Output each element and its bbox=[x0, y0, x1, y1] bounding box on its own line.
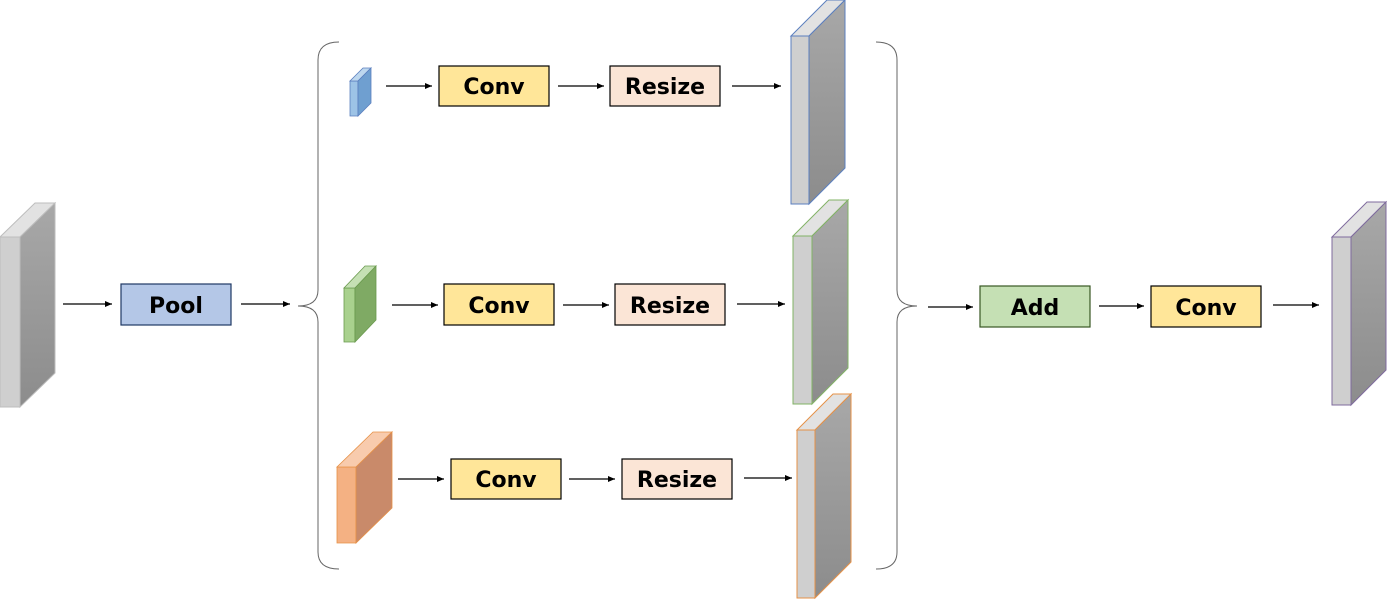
output-feature-map bbox=[1330, 200, 1387, 407]
add-block: Add bbox=[979, 285, 1091, 328]
branch-2-resize-label: Resize bbox=[630, 294, 710, 319]
final-conv-block: Conv bbox=[1150, 285, 1262, 328]
branch-3-conv-label: Conv bbox=[475, 468, 537, 493]
branch-2-output-map bbox=[791, 198, 850, 406]
branch-3-output-map bbox=[795, 392, 853, 599]
final-conv-label: Conv bbox=[1175, 296, 1237, 321]
left-brace bbox=[297, 41, 340, 570]
branch-3-resize-label: Resize bbox=[637, 468, 717, 493]
branch-2: Conv Resize bbox=[343, 198, 850, 406]
branch-1-output-map bbox=[789, 0, 846, 206]
branch-1-tensor bbox=[349, 67, 372, 117]
branch-1-resize-label: Resize bbox=[625, 75, 705, 100]
branch-3-resize-block: Resize bbox=[621, 458, 733, 500]
branch-3: Conv Resize bbox=[336, 392, 853, 599]
right-brace bbox=[875, 41, 918, 570]
branch-2-conv-block: Conv bbox=[443, 283, 555, 326]
branch-2-conv-label: Conv bbox=[468, 294, 530, 319]
branch-1-conv-block: Conv bbox=[438, 65, 550, 107]
input-feature-map bbox=[0, 201, 57, 409]
pool-label: Pool bbox=[149, 294, 203, 319]
branch-3-conv-block: Conv bbox=[450, 458, 562, 500]
pool-block: Pool bbox=[120, 283, 232, 326]
branch-1-resize-block: Resize bbox=[609, 65, 721, 107]
branch-1-conv-label: Conv bbox=[463, 75, 525, 100]
branch-1: Conv Resize bbox=[349, 0, 846, 206]
add-label: Add bbox=[1011, 296, 1060, 321]
branch-2-resize-block: Resize bbox=[614, 283, 726, 326]
branch-3-tensor bbox=[336, 431, 393, 544]
branch-2-tensor bbox=[343, 265, 377, 343]
